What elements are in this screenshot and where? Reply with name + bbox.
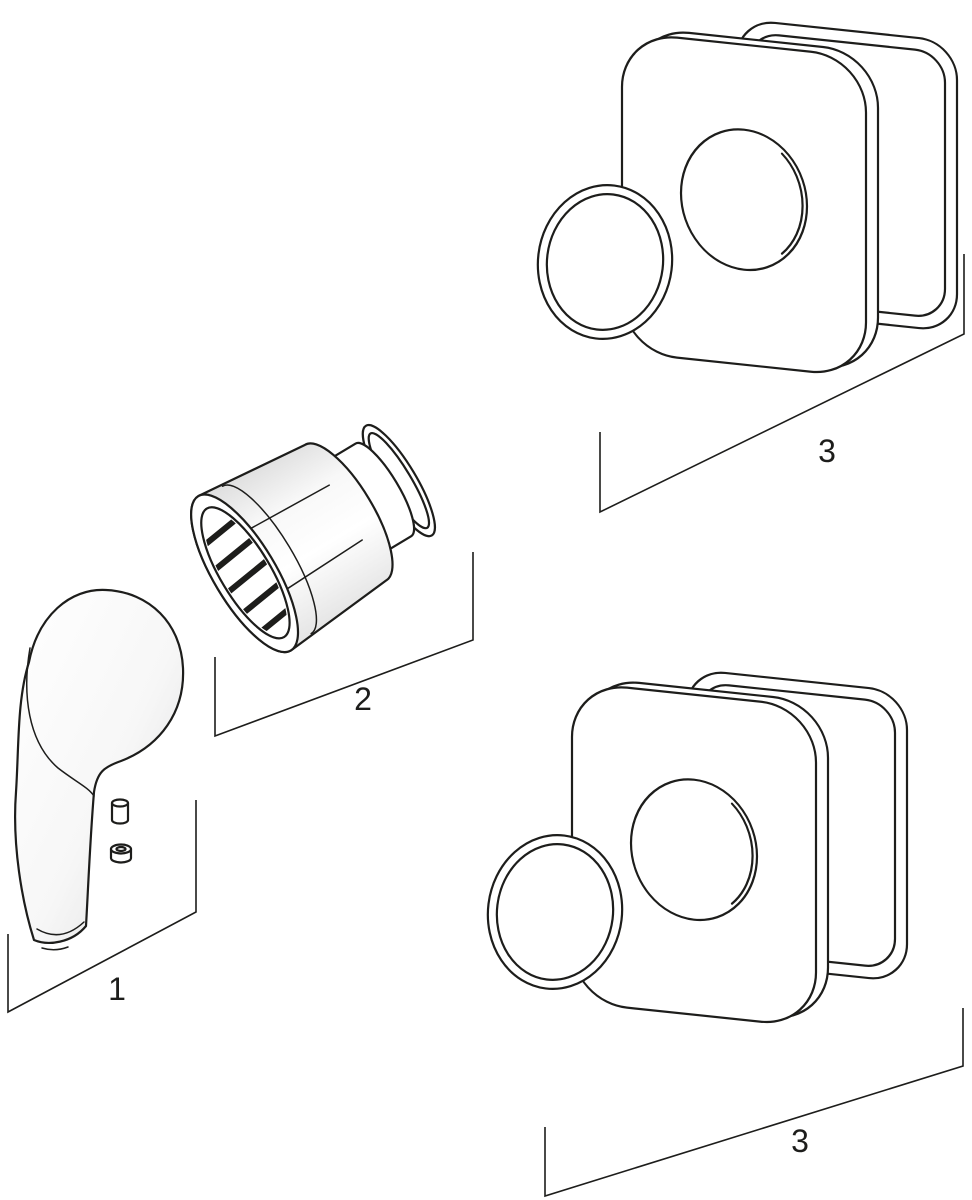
callout-leader-3-bottom (544, 1008, 964, 1198)
set-screw (109, 843, 133, 864)
escutcheon-set-bottom (478, 655, 909, 1039)
callout-leader-2 (214, 552, 474, 738)
sleeve-slot-lines (197, 510, 299, 641)
lever-handle-contour-line (26, 647, 95, 797)
escutcheon-set-top (528, 5, 959, 389)
callout-label-3-top: 3 (818, 433, 836, 469)
sleeve-face-inner-rim (200, 506, 291, 640)
lever-handle (14, 588, 185, 944)
screw-socket (115, 845, 127, 853)
callout-leader-3-top (599, 254, 965, 514)
lever-handle-base-cut-line (41, 946, 69, 951)
lever-handle-base-line (36, 921, 85, 936)
callout-label-1: 1 (108, 971, 126, 1007)
pin-top (110, 798, 130, 808)
callout-label-3-bottom: 3 (791, 1123, 809, 1159)
sleeve-rim-back-edge (221, 484, 318, 635)
lever-handle-group (14, 588, 185, 951)
pin-body (110, 801, 130, 825)
cartridge-sleeve-group (190, 423, 436, 654)
callout-label-2: 2 (354, 681, 372, 717)
callout-leader-1 (7, 800, 197, 1014)
set-pin (110, 798, 130, 825)
